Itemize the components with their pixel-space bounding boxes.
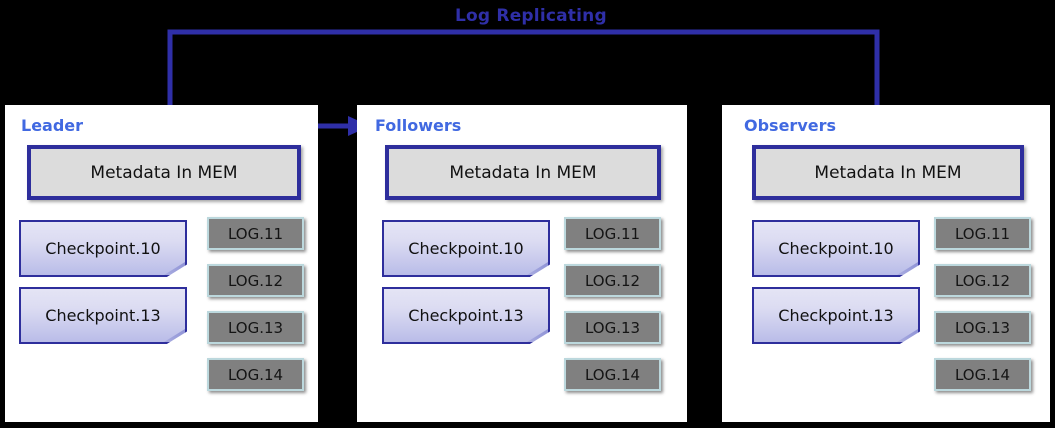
panel-title-leader: Leader [21,116,84,135]
log-block[interactable]: LOG.12 [564,264,661,297]
checkpoint-label: Checkpoint.13 [778,306,894,325]
log-column-followers: LOG.11 LOG.12 LOG.13 LOG.14 [564,217,661,405]
panel-followers[interactable]: Followers Metadata In MEM Checkpoint.10 … [357,105,687,422]
log-block[interactable]: LOG.12 [207,264,304,297]
log-column-observers: LOG.11 LOG.12 LOG.13 LOG.14 [934,217,1031,405]
checkpoint-column-observers: Checkpoint.10 Checkpoint.13 [752,220,920,354]
checkpoint-block[interactable]: Checkpoint.13 [382,287,550,344]
checkpoint-column-followers: Checkpoint.10 Checkpoint.13 [382,220,550,354]
log-block[interactable]: LOG.13 [934,311,1031,344]
panel-title-followers: Followers [375,116,462,135]
checkpoint-block[interactable]: Checkpoint.13 [752,287,920,344]
log-block[interactable]: LOG.12 [934,264,1031,297]
checkpoint-label: Checkpoint.13 [408,306,524,325]
metadata-in-mem-box-followers[interactable]: Metadata In MEM [385,145,661,200]
folded-corner-icon [527,329,548,342]
log-block[interactable]: LOG.14 [564,358,661,391]
log-block[interactable]: LOG.14 [207,358,304,391]
panel-observers[interactable]: Observers Metadata In MEM Checkpoint.10 … [722,105,1050,422]
folded-corner-icon [897,329,918,342]
log-column-leader: LOG.11 LOG.12 LOG.13 LOG.14 [207,217,304,405]
checkpoint-block[interactable]: Checkpoint.10 [752,220,920,277]
checkpoint-label: Checkpoint.10 [45,239,161,258]
checkpoint-label: Checkpoint.13 [45,306,161,325]
checkpoint-block[interactable]: Checkpoint.10 [19,220,187,277]
metadata-in-mem-box-observers[interactable]: Metadata In MEM [752,145,1024,200]
log-block[interactable]: LOG.11 [207,217,304,250]
folded-corner-icon [164,262,185,275]
folded-corner-icon [164,329,185,342]
checkpoint-label: Checkpoint.10 [408,239,524,258]
checkpoint-label: Checkpoint.10 [778,239,894,258]
panel-title-observers: Observers [744,116,837,135]
checkpoint-column-leader: Checkpoint.10 Checkpoint.13 [19,220,187,354]
panel-leader[interactable]: Leader Metadata In MEM Checkpoint.10 Che… [5,105,318,422]
folded-corner-icon [527,262,548,275]
log-block[interactable]: LOG.11 [934,217,1031,250]
log-block[interactable]: LOG.14 [934,358,1031,391]
log-block[interactable]: LOG.11 [564,217,661,250]
folded-corner-icon [897,262,918,275]
log-block[interactable]: LOG.13 [207,311,304,344]
checkpoint-block[interactable]: Checkpoint.13 [19,287,187,344]
log-block[interactable]: LOG.13 [564,311,661,344]
checkpoint-block[interactable]: Checkpoint.10 [382,220,550,277]
log-replicating-title: Log Replicating [455,6,607,26]
metadata-in-mem-box-leader[interactable]: Metadata In MEM [27,145,301,200]
